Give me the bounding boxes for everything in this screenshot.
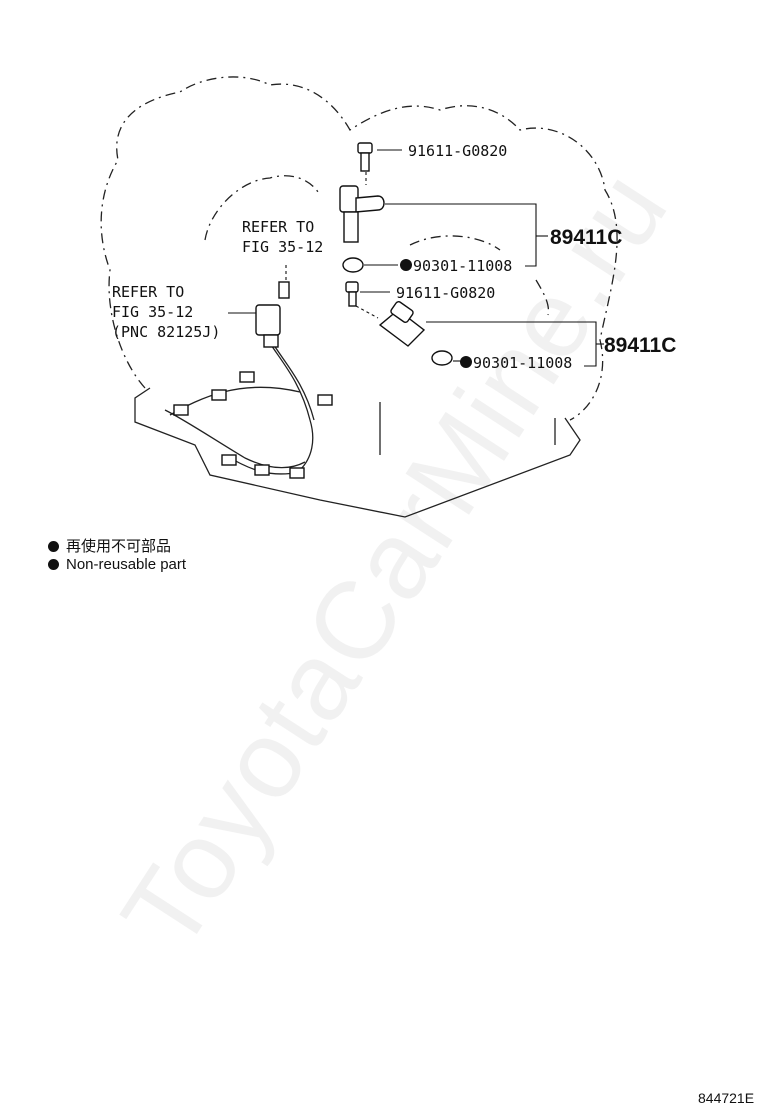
- bullet-icon: [48, 559, 59, 570]
- callout-sensor-lower: 89411C: [604, 334, 676, 357]
- callout-sensor-upper: 89411C: [550, 226, 622, 249]
- legend-japanese: 再使用不可部品: [48, 535, 171, 556]
- callout-bolt-lower: 91611-G0820: [396, 284, 495, 302]
- legend-english: Non-reusable part: [48, 556, 186, 573]
- upper-sensor-icon: [339, 185, 385, 243]
- callout-gasket-lower: 90301-11008: [473, 354, 572, 372]
- legend-japanese-text: 再使用不可部品: [66, 538, 172, 555]
- callout-gasket-upper: 90301-11008: [413, 257, 512, 275]
- transmission-base: [134, 387, 581, 518]
- non-reusable-marker: [400, 259, 412, 271]
- bullet-icon: [48, 541, 59, 552]
- upper-bolt-icon: [357, 142, 373, 172]
- callout-bolt-upper: 91611-G0820: [408, 142, 507, 160]
- figure-code: 844721E: [698, 1090, 755, 1106]
- lower-gasket-icon: [431, 350, 453, 366]
- lower-sensor-icon: [378, 301, 426, 347]
- wiring-harness: [164, 339, 333, 479]
- refer-left-line2: FIG 35-12: [112, 303, 193, 321]
- transmission-outline: [100, 76, 618, 421]
- non-reusable-marker: [460, 356, 472, 368]
- refer-left-line3: (PNC 82125J): [112, 323, 220, 341]
- refer-upper-line2: FIG 35-12: [242, 238, 323, 256]
- refer-upper-line1: REFER TO: [242, 218, 314, 236]
- upper-gasket-icon: [342, 257, 364, 273]
- lower-bolt-icon: [345, 281, 359, 307]
- referenced-sensor: [255, 281, 290, 348]
- legend-english-text: Non-reusable part: [66, 556, 187, 573]
- refer-left-line1: REFER TO: [112, 283, 184, 301]
